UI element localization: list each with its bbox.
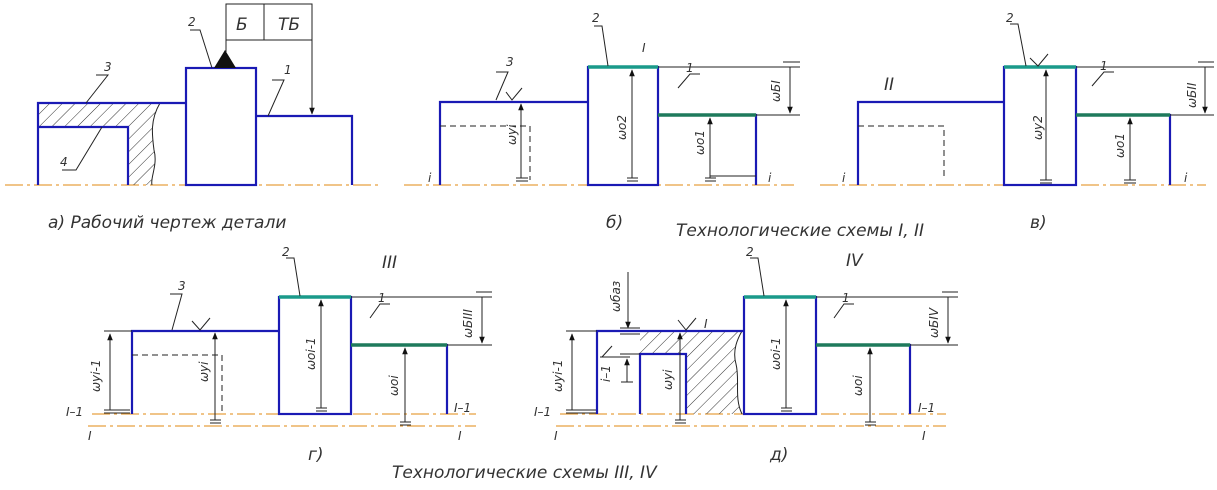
dim-wyi-d: ωуi [661, 369, 675, 390]
dim-wyi1-g: ωуi-1 [89, 360, 103, 392]
mark-i-v-left: i [842, 171, 846, 185]
panel-a-working-drawing: Б ТБ 3 2 1 4 а) Рабочий чертеж детали [5, 3, 378, 233]
dim-wyi-g: ωуi [197, 361, 211, 382]
dim-wbI-b: ωБI [769, 80, 783, 102]
dim-woi-d: ωоi [851, 375, 865, 396]
surface-number-1-v: 1 [1100, 59, 1108, 73]
caption-b: б) [606, 213, 623, 233]
mark-I-g-right: I [458, 429, 462, 443]
dim-wy2-v: ωу2 [1031, 115, 1045, 140]
dim-wbII-v: ωБII [1185, 82, 1199, 108]
dim-wyi1-d: ωуi-1 [551, 360, 565, 392]
surface-number-1-d: 1 [842, 291, 850, 305]
surface-number-2-b: 2 [592, 11, 600, 25]
datum-triangle [214, 50, 236, 68]
mark-Im1-d-left: I–1 [534, 405, 551, 419]
hatched-section-a [38, 103, 160, 185]
dim-wbIV-d: ωБIV [927, 307, 941, 338]
roman-I-b: I [642, 41, 646, 55]
mark-im1-d: i–1 [599, 365, 613, 382]
panel-b-scheme-1: ωуi ωо2 ωо1 ωБI 3 2 I 1 i i б) [404, 11, 800, 233]
roman-III: III [382, 253, 397, 273]
dim-wo2-b: ωо2 [615, 115, 629, 140]
mark-Im1-d-right: I–1 [918, 401, 935, 415]
frame-base-label: Б [236, 15, 248, 35]
frame-tol-label: ТБ [278, 15, 300, 35]
surface-number-1-g: 1 [378, 291, 386, 305]
mark-i-b-left: i [428, 171, 432, 185]
roman-IV: IV [846, 251, 864, 271]
contour-bore-a [38, 125, 130, 185]
contour-step-a [256, 114, 354, 185]
break-line-a [151, 102, 161, 186]
dim-wo1-v: ωо1 [1113, 133, 1127, 158]
surface-number-2-v: 2 [1006, 11, 1014, 25]
caption-d: д) [769, 445, 788, 465]
mark-Im1-g-left: I–1 [66, 405, 83, 419]
hatched-section-d [640, 331, 742, 414]
caption-g: г) [308, 445, 324, 465]
panel-v-scheme-2: ωу2 ωо1 ωБII II 2 1 i i в) [820, 11, 1214, 233]
caption-schemes-1-2: Технологические схемы I, II [676, 221, 924, 241]
mark-I-d-right: I [922, 429, 926, 443]
contour-left-a [36, 101, 186, 185]
surface-number-3-b: 3 [506, 55, 514, 69]
panel-g-scheme-3: ωуi-1 ωуi ωоi-1 ωоi ωБIII 3 2 1 III I–1 … [66, 245, 492, 465]
contour-collar-a [184, 66, 258, 187]
dim-wyi-b: ωуi [505, 124, 519, 145]
surface-number-2-g: 2 [282, 245, 290, 259]
mark-i-v-right: i [1184, 171, 1188, 185]
surface-number-3-a: 3 [104, 60, 112, 74]
roman-I-d: I [704, 317, 708, 331]
caption-a: а) Рабочий чертеж детали [48, 213, 286, 233]
surface-number-1-a: 1 [284, 63, 292, 77]
dim-wo1-b: ωо1 [693, 130, 707, 155]
dim-woi-g: ωоi [387, 375, 401, 396]
dim-wbIII-g: ωБIII [461, 309, 475, 338]
mark-Im1-g-right: I–1 [454, 401, 471, 415]
dim-woi1-g: ωоi-1 [304, 337, 318, 370]
surface-number-2-a: 2 [188, 15, 196, 29]
panel-d-scheme-4: ωуi-1 i–1 ωбаз ωуi ωоi-1 ωоi ωБIV I 2 [534, 245, 958, 465]
caption-v: в) [1030, 213, 1047, 233]
mark-I-g-left: I [88, 429, 92, 443]
surface-number-4-a: 4 [60, 155, 68, 169]
caption-schemes-3-4: Технологические схемы III, IV [392, 463, 658, 483]
surface-number-1-b: 1 [686, 61, 694, 75]
roman-II: II [884, 75, 894, 95]
surface-number-3-g: 3 [178, 279, 186, 293]
mark-I-d-left: I [554, 429, 558, 443]
dim-woi1-d: ωоi-1 [769, 337, 783, 370]
dim-wbaz-d: ωбаз [609, 281, 623, 312]
mark-i-b-right: i [768, 171, 772, 185]
surface-number-2-d: 2 [746, 245, 754, 259]
